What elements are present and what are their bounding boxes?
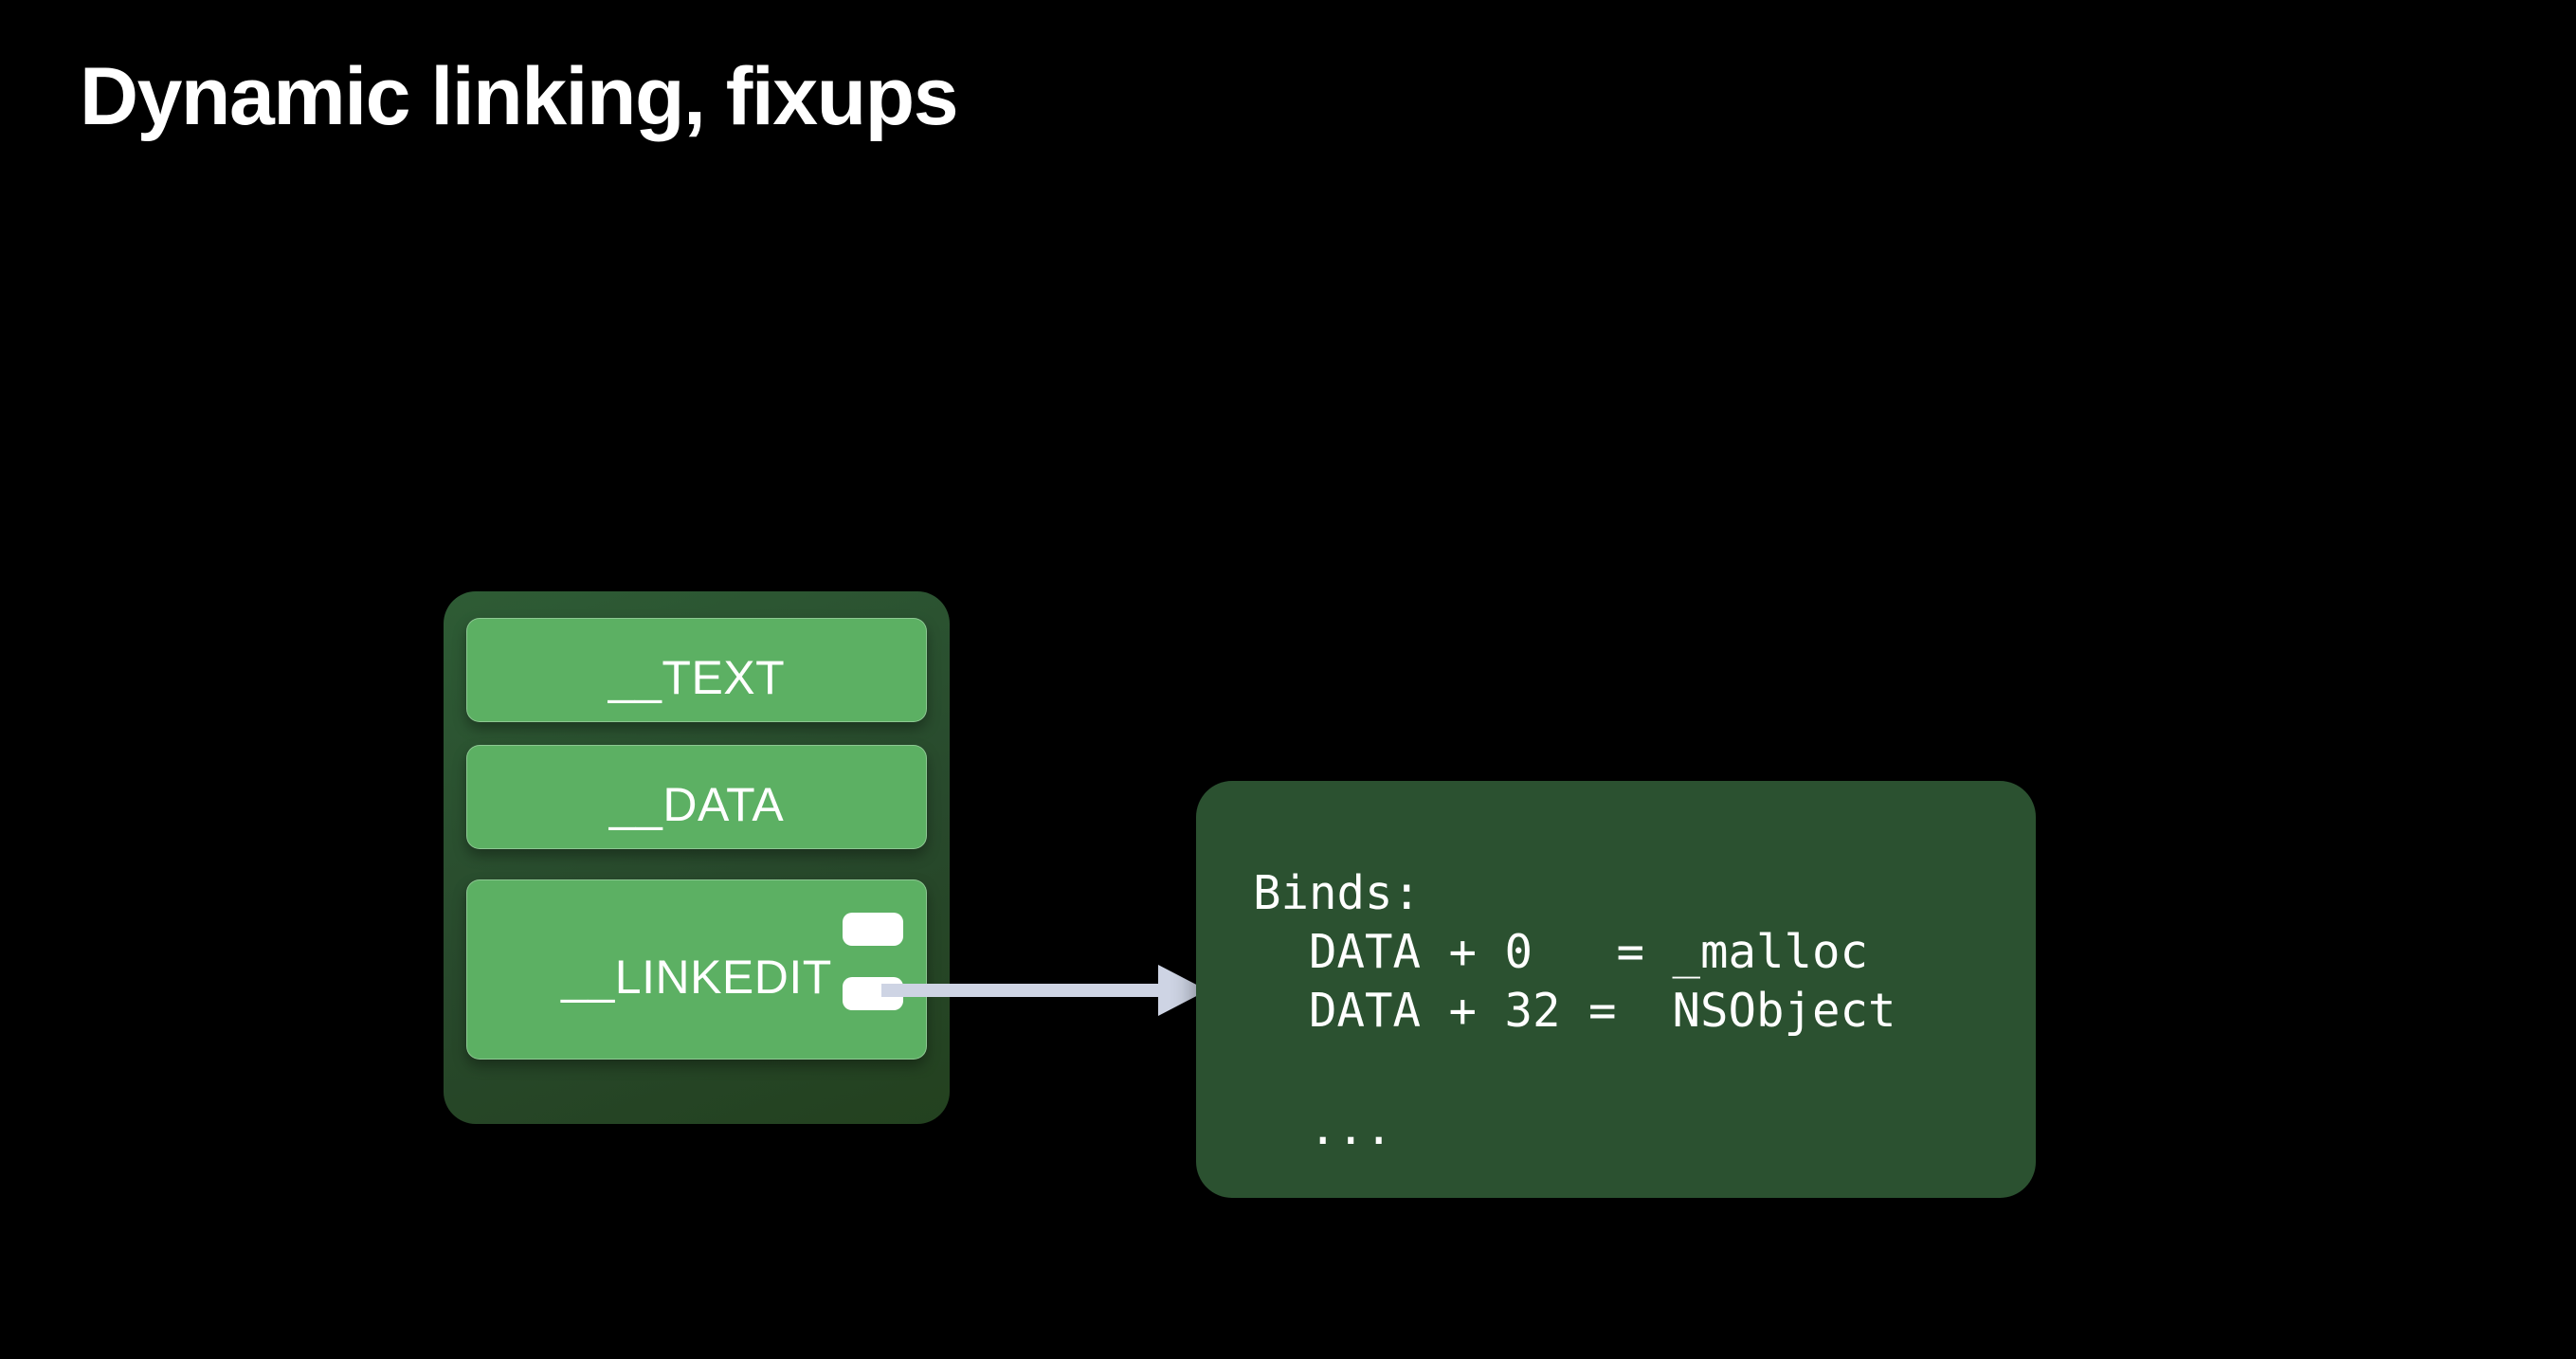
segment-box-linkedit[interactable]: __LINKEDIT bbox=[466, 879, 927, 1060]
segment-box-text[interactable]: __TEXT bbox=[466, 618, 927, 722]
fixup-chunk-1 bbox=[843, 913, 903, 946]
mach-o-binary-container: __TEXT __DATA __LINKEDIT bbox=[444, 591, 950, 1124]
segment-label-data: __DATA bbox=[608, 778, 785, 831]
page-title: Dynamic linking, fixups bbox=[80, 51, 959, 142]
segment-box-data[interactable]: __DATA bbox=[466, 745, 927, 849]
binds-panel: Binds: DATA + 0 = _malloc DATA + 32 = NS… bbox=[1196, 781, 2036, 1198]
segment-label-text: __TEXT bbox=[608, 651, 786, 704]
fixup-chunk-2 bbox=[843, 977, 903, 1010]
segment-label-linkedit: __LINKEDIT bbox=[561, 951, 832, 1004]
binds-code-text: Binds: DATA + 0 = _malloc DATA + 32 = NS… bbox=[1253, 866, 1896, 1155]
